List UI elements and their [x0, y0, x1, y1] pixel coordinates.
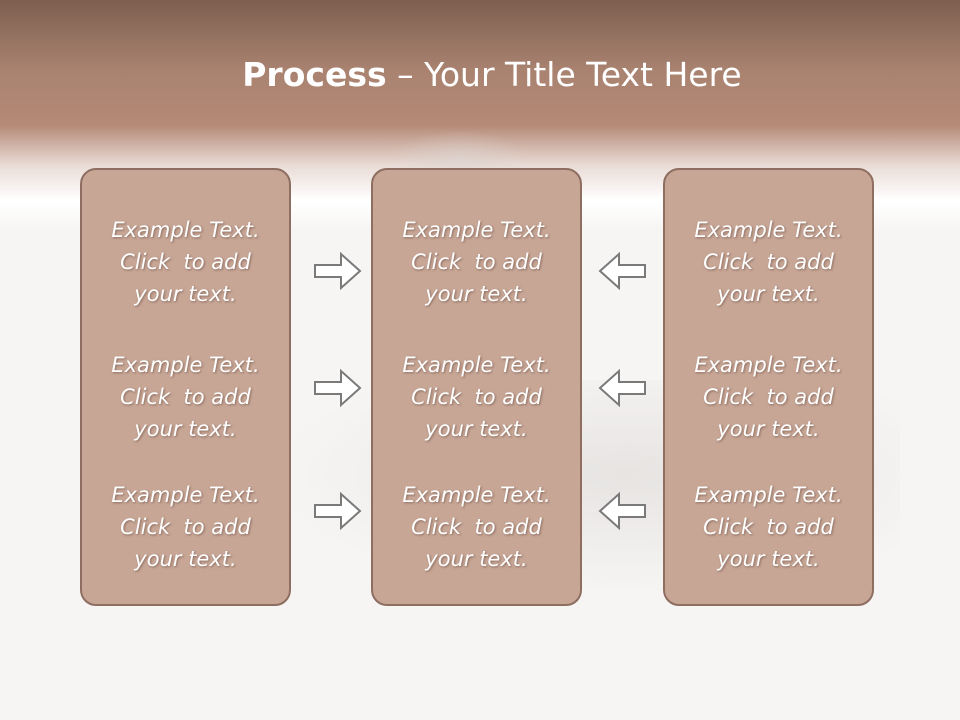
text-line: Click to add	[703, 250, 834, 274]
slide-title[interactable]: Process – Your Title Text Here	[0, 55, 960, 95]
text-line: Example Text.	[111, 218, 260, 242]
text-line: Example Text.	[694, 353, 843, 377]
text-line: your text.	[425, 417, 528, 441]
text-line: Click to add	[703, 385, 834, 409]
text-line: your text.	[717, 547, 820, 571]
text-line: your text.	[134, 547, 237, 571]
text-placeholder[interactable]: Example Text. Click to add your text.	[373, 214, 580, 310]
text-line: your text.	[717, 282, 820, 306]
text-line: your text.	[425, 547, 528, 571]
arrow-right-icon[interactable]	[313, 368, 363, 408]
text-line: Click to add	[120, 515, 251, 539]
arrow-left-icon[interactable]	[597, 491, 647, 531]
text-placeholder[interactable]: Example Text. Click to add your text.	[82, 214, 289, 310]
text-placeholder[interactable]: Example Text. Click to add your text.	[82, 479, 289, 575]
text-line: Example Text.	[111, 353, 260, 377]
arrow-left-icon[interactable]	[597, 251, 647, 291]
text-line: Example Text.	[111, 483, 260, 507]
text-line: Example Text.	[402, 218, 551, 242]
arrow-left-icon[interactable]	[597, 368, 647, 408]
text-placeholder[interactable]: Example Text. Click to add your text.	[665, 479, 872, 575]
text-line: your text.	[134, 282, 237, 306]
title-rest: Your Title Text Here	[424, 55, 742, 94]
text-line: Click to add	[120, 385, 251, 409]
process-box-center[interactable]: Example Text. Click to add your text. Ex…	[371, 168, 582, 606]
text-placeholder[interactable]: Example Text. Click to add your text.	[82, 349, 289, 445]
text-line: Click to add	[120, 250, 251, 274]
text-placeholder[interactable]: Example Text. Click to add your text.	[373, 479, 580, 575]
arrow-right-icon[interactable]	[313, 251, 363, 291]
process-box-left[interactable]: Example Text. Click to add your text. Ex…	[80, 168, 291, 606]
text-line: your text.	[134, 417, 237, 441]
arrow-right-icon[interactable]	[313, 491, 363, 531]
text-line: Click to add	[411, 515, 542, 539]
text-placeholder[interactable]: Example Text. Click to add your text.	[373, 349, 580, 445]
title-dash: –	[386, 55, 425, 94]
text-placeholder[interactable]: Example Text. Click to add your text.	[665, 214, 872, 310]
text-line: your text.	[425, 282, 528, 306]
process-box-right[interactable]: Example Text. Click to add your text. Ex…	[663, 168, 874, 606]
text-line: your text.	[717, 417, 820, 441]
text-line: Click to add	[411, 250, 542, 274]
text-line: Example Text.	[694, 483, 843, 507]
text-line: Example Text.	[402, 353, 551, 377]
text-line: Click to add	[703, 515, 834, 539]
text-line: Click to add	[411, 385, 542, 409]
text-placeholder[interactable]: Example Text. Click to add your text.	[665, 349, 872, 445]
text-line: Example Text.	[694, 218, 843, 242]
text-line: Example Text.	[402, 483, 551, 507]
title-bold: Process	[242, 55, 387, 94]
